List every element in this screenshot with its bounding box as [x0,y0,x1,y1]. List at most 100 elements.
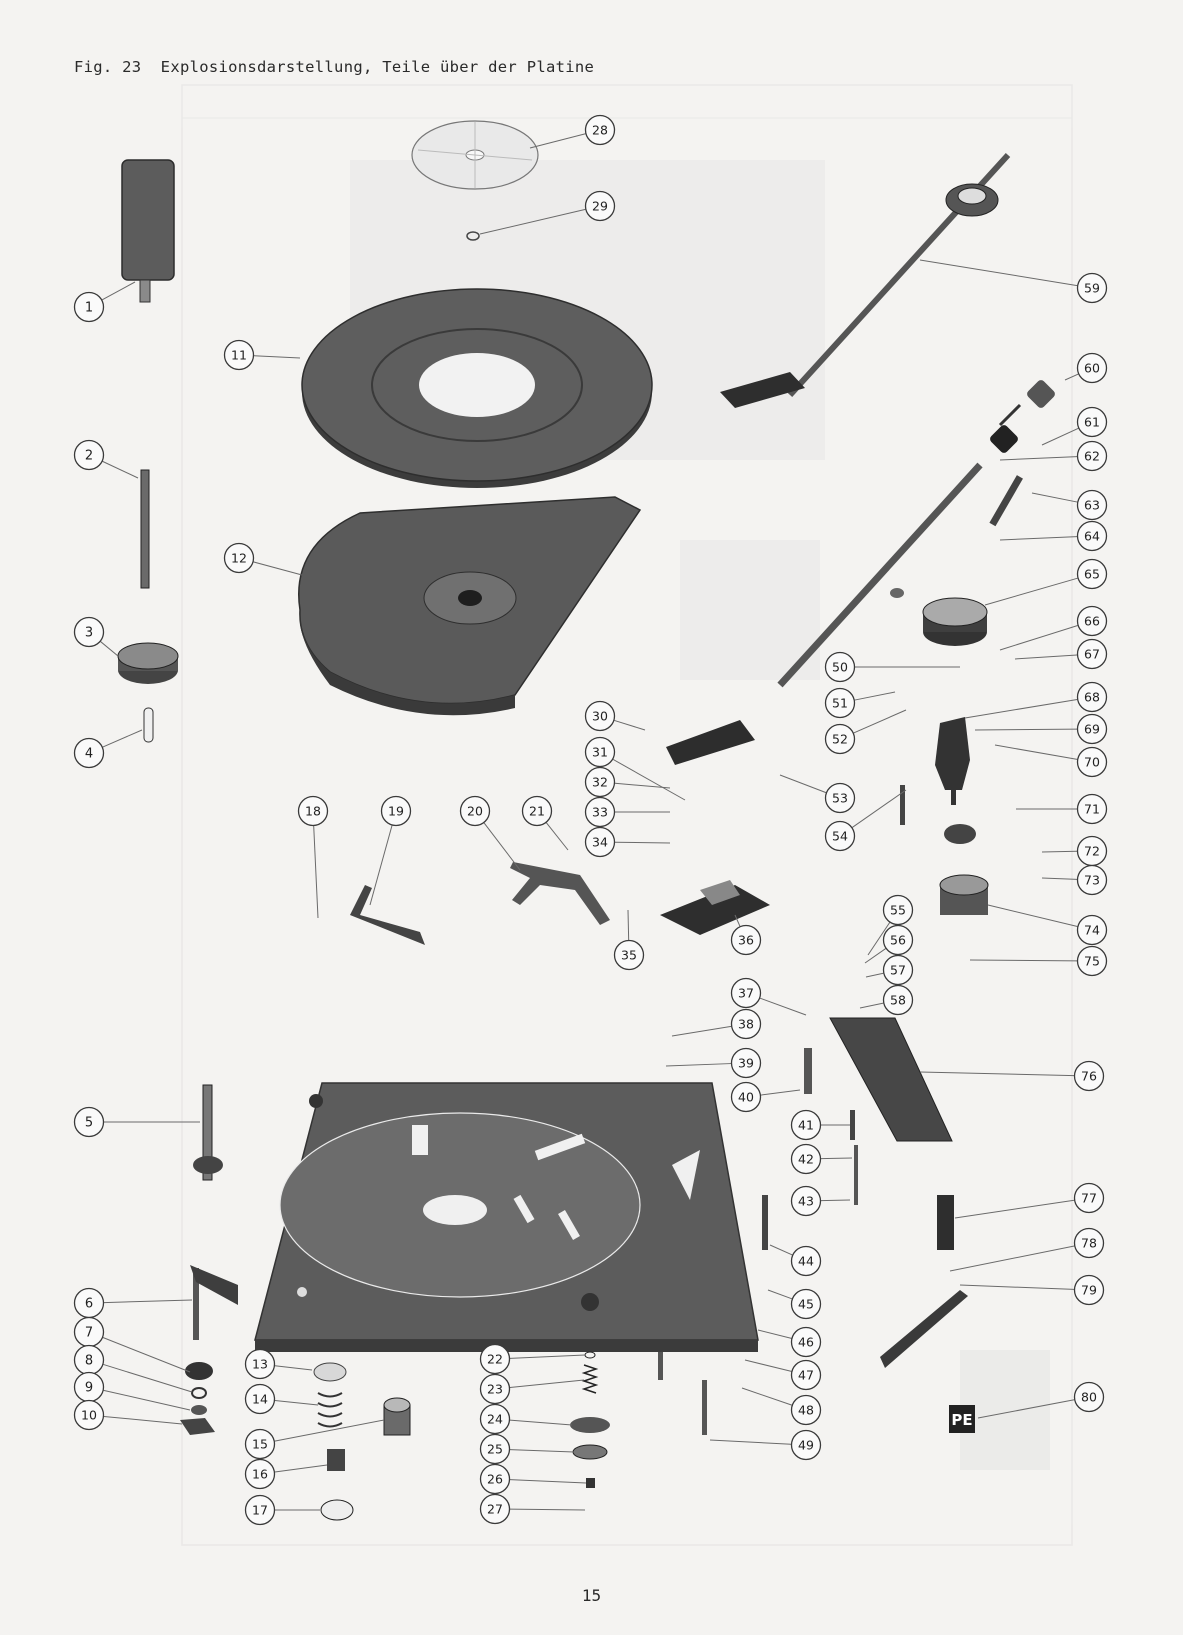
callout-label-33: 33 [592,805,608,820]
callout-circle-66 [1076,605,1108,637]
callout-circle-14 [244,1383,276,1415]
callout-59: 59 [1076,272,1108,304]
leader-line-56 [864,948,886,964]
callout-label-38: 38 [738,1017,754,1032]
leader-line-7 [102,1337,191,1373]
part-screws [658,1048,858,1435]
callout-17: 17 [244,1494,276,1526]
leader-line-44 [769,1244,793,1256]
leader-line-15 [274,1419,385,1442]
leader-line-25 [509,1449,575,1453]
callout-label-28: 28 [592,123,608,138]
callout-circle-65 [1076,558,1108,590]
leader-line-78 [949,1245,1075,1272]
callout-1: 1 [73,291,105,323]
callout-76: 76 [1073,1060,1105,1092]
part-lever-19 [350,885,425,945]
main-plate [254,1082,759,1352]
leader-line-59 [919,259,1078,287]
callout-53: 53 [824,782,856,814]
callout-circle-47 [790,1359,822,1391]
leader-line-62 [999,456,1078,461]
leader-line-9 [103,1389,191,1411]
callout-33: 33 [584,796,616,828]
leader-line-12 [253,561,303,576]
leader-line-69 [974,728,1078,731]
callout-circle-16 [244,1458,276,1490]
leader-line-67 [1014,654,1078,660]
callout-69: 69 [1076,713,1108,745]
callout-label-60: 60 [1084,361,1100,376]
leader-line-47 [744,1359,792,1372]
leader-line-80 [977,1399,1075,1419]
callout-label-53: 53 [832,791,848,806]
callout-label-23: 23 [487,1382,503,1397]
callout-circle-68 [1076,681,1108,713]
leader-line-24 [509,1419,573,1426]
callout-circle-78 [1073,1227,1105,1259]
callout-9: 9 [73,1371,105,1403]
callout-49: 49 [790,1429,822,1461]
callout-12: 12 [223,542,255,574]
leader-line-21 [545,822,569,851]
part-knob [117,642,179,684]
callout-label-4: 4 [85,747,93,762]
callout-70: 70 [1076,746,1108,778]
callout-56: 56 [882,924,914,956]
callout-4: 4 [73,737,105,769]
leader-line-65 [984,577,1078,606]
callout-circle-36 [730,924,762,956]
leader-line-63 [1031,492,1078,503]
callout-label-52: 52 [832,732,848,747]
callout-22: 22 [479,1343,511,1375]
callout-label-67: 67 [1084,647,1100,662]
callout-circle-3 [73,616,105,648]
callout-label-71: 71 [1084,802,1100,817]
callout-label-30: 30 [592,709,608,724]
callout-40: 40 [730,1081,762,1113]
callout-36: 36 [730,924,762,956]
callout-21: 21 [521,795,553,827]
part-counterweight [989,380,1055,527]
callout-circle-54 [824,820,856,852]
callout-label-13: 13 [252,1357,268,1372]
callout-circle-29 [584,190,616,222]
callout-circle-73 [1076,864,1108,896]
leader-line-75 [969,959,1078,962]
callout-label-37: 37 [738,986,754,1001]
callout-67: 67 [1076,638,1108,670]
callout-14: 14 [244,1383,276,1415]
callout-circle-21 [521,795,553,827]
part-lift-stack [900,717,989,915]
leader-line-49 [709,1439,792,1445]
part-plate-76 [829,1017,953,1142]
leader-line-37 [759,997,807,1016]
callout-circle-12 [223,542,255,574]
callout-circle-64 [1076,520,1108,552]
callout-circle-79 [1073,1274,1105,1306]
leader-lines [100,133,1079,1511]
callout-26: 26 [479,1463,511,1495]
leader-line-46 [757,1329,792,1339]
callout-label-68: 68 [1084,690,1100,705]
callout-circle-24 [479,1403,511,1435]
leader-line-34 [614,841,671,844]
callout-circle-80 [1073,1381,1105,1413]
leader-line-73 [1041,877,1078,880]
leader-line-19 [369,825,393,906]
callout-20: 20 [459,795,491,827]
callout-29: 29 [584,190,616,222]
logo-badge-text: PE [951,1411,972,1429]
leader-line-66 [999,625,1078,651]
leader-line-60 [1064,373,1079,381]
leader-line-3 [100,641,119,657]
leader-line-48 [741,1387,792,1406]
leader-line-32 [614,782,671,789]
leader-line-51 [854,691,896,701]
callout-42: 42 [790,1143,822,1175]
callout-circle-5 [73,1106,105,1138]
callout-60: 60 [1076,352,1108,384]
callout-label-78: 78 [1081,1236,1097,1251]
